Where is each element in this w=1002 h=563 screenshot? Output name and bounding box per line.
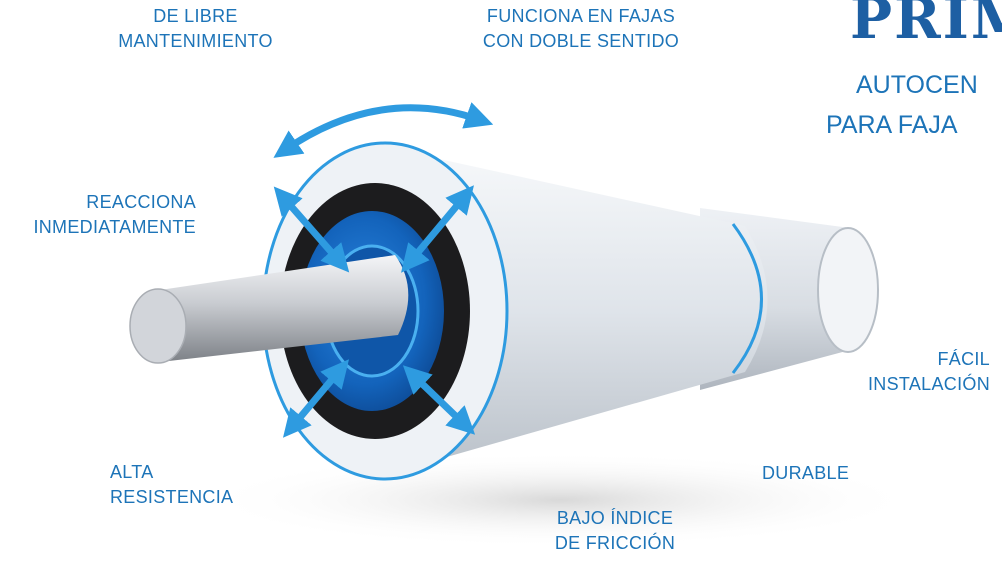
rotation-arrow-icon <box>273 102 494 158</box>
feature-reacciona: REACCIONA INMEDIATAMENTE <box>0 190 196 240</box>
feature-text: FUNCIONA EN FAJAS <box>486 6 676 26</box>
tagline-line-2: PARA FAJA <box>826 111 958 139</box>
feature-text: BAJO ÍNDICE <box>556 508 674 528</box>
shaft <box>160 255 409 362</box>
roller-tail-end <box>817 227 879 353</box>
radial-arrow-icon <box>401 185 474 273</box>
feature-alta-resistencia: ALTA RESISTENCIA <box>110 460 270 510</box>
radial-arrow-icon <box>402 365 476 435</box>
feature-text: INMEDIATAMENTE <box>33 217 196 237</box>
feature-text: DURABLE <box>762 463 850 483</box>
feature-durable: DURABLE <box>762 461 882 486</box>
feature-text: CON DOBLE SENTIDO <box>482 31 680 51</box>
roller-band-line <box>731 223 763 374</box>
feature-text: ALTA <box>110 462 154 482</box>
feature-libre-mantenimiento: DE LIBRE MANTENIMIENTO <box>108 4 283 54</box>
shaft-end <box>129 288 187 364</box>
feature-text: RESISTENCIA <box>110 487 234 507</box>
feature-text: DE LIBRE <box>153 6 238 26</box>
feature-facil-instalacion: FÁCIL INSTALACIÓN <box>850 347 990 397</box>
radial-arrows <box>273 185 476 438</box>
brand-logo: PRIM <box>850 0 1002 52</box>
feature-bajo-friccion: BAJO ÍNDICE DE FRICCIÓN <box>540 506 690 556</box>
feature-text: REACCIONA <box>86 192 196 212</box>
feature-text: FÁCIL <box>937 349 990 369</box>
feature-text: MANTENIMIENTO <box>118 31 273 51</box>
feature-text: DE FRICCIÓN <box>554 533 676 553</box>
radial-arrow-icon <box>273 186 350 273</box>
radial-arrow-icon <box>282 359 350 438</box>
tagline-line-1: AUTOCEN <box>856 71 978 99</box>
feature-text: INSTALACIÓN <box>868 374 990 394</box>
feature-doble-sentido: FUNCIONA EN FAJAS CON DOBLE SENTIDO <box>476 4 686 54</box>
